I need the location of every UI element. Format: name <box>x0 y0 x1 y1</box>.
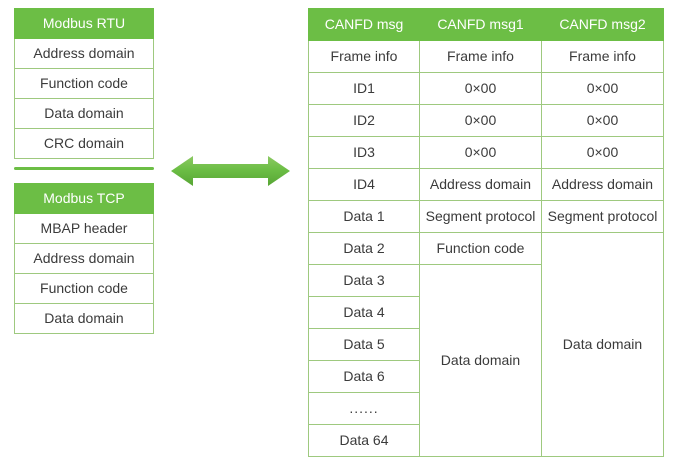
canfd-c3-id1: 0×00 <box>541 72 664 105</box>
table-row: Frame info Frame info Frame info <box>308 40 664 73</box>
canfd-c3-address-domain: Address domain <box>541 168 664 201</box>
canfd-c1-frame-info: Frame info <box>308 40 420 73</box>
canfd-table-body: CANFD msg CANFD msg1 CANFD msg2 Frame in… <box>308 8 664 457</box>
canfd-c2-id2: 0×00 <box>419 104 542 137</box>
modbus-tcp-header-row: Modbus TCP <box>14 183 154 214</box>
canfd-c1-id3: ID3 <box>308 136 420 169</box>
canfd-c2-id3: 0×00 <box>419 136 542 169</box>
canfd-c2-segment-protocol: Segment protocol <box>419 200 542 233</box>
canfd-c3-frame-info: Frame info <box>541 40 664 73</box>
table-row: ...... <box>308 392 664 425</box>
canfd-c2-id1: 0×00 <box>419 72 542 105</box>
canfd-c1-data6: Data 6 <box>308 360 420 393</box>
canfd-c3-segment-protocol: Segment protocol <box>541 200 664 233</box>
table-row: Data 1 Segment protocol Segment protocol <box>308 200 664 233</box>
modbus-tcp-table: Modbus TCP MBAP header Address domain Fu… <box>14 183 154 334</box>
modbus-rtu-table: Modbus RTU Address domain Function code … <box>14 8 154 159</box>
canfd-header-msg2: CANFD msg2 <box>541 8 664 41</box>
canfd-c3-data-domain: Data domain <box>541 232 664 457</box>
canfd-c1-data3: Data 3 <box>308 264 420 297</box>
table-row: MBAP header <box>14 213 154 244</box>
canfd-c1-data1: Data 1 <box>308 200 420 233</box>
modbus-rtu-header-cell: Modbus RTU <box>14 8 154 39</box>
rtu-function-code-cell: Function code <box>14 68 154 99</box>
table-row: ID3 0×00 0×00 <box>308 136 664 169</box>
tcp-function-code-cell: Function code <box>14 273 154 304</box>
canfd-c1-data2: Data 2 <box>308 232 420 265</box>
left-tables-divider <box>14 167 154 170</box>
table-row: ID2 0×00 0×00 <box>308 104 664 137</box>
rtu-crc-domain-cell: CRC domain <box>14 128 154 159</box>
table-row: Function code <box>14 68 154 99</box>
tcp-data-domain-cell: Data domain <box>14 303 154 334</box>
canfd-c1-data5: Data 5 <box>308 328 420 361</box>
table-row: Data domain <box>14 303 154 334</box>
canfd-header-msg1: CANFD msg1 <box>419 8 542 41</box>
modbus-tcp-header-cell: Modbus TCP <box>14 183 154 214</box>
table-row: Data 2 Function code Data domain <box>308 232 664 457</box>
modbus-rtu-body: Modbus RTU Address domain Function code … <box>14 8 154 159</box>
modbus-tcp-body: Modbus TCP MBAP header Address domain Fu… <box>14 183 154 334</box>
canfd-c1-id4: ID4 <box>308 168 420 201</box>
rtu-data-domain-cell: Data domain <box>14 98 154 129</box>
table-row: Data domain <box>14 98 154 129</box>
canfd-c1-data4: Data 4 <box>308 296 420 329</box>
table-row: Data 6 <box>308 360 664 393</box>
table-row: Function code <box>14 273 154 304</box>
bidirectional-arrow-icon <box>171 156 290 186</box>
table-row: CRC domain <box>14 128 154 159</box>
table-row: Data 5 <box>308 328 664 361</box>
canfd-c2-data-domain: Data domain <box>419 264 542 457</box>
canfd-c3-id2: 0×00 <box>541 104 664 137</box>
canfd-header-msg: CANFD msg <box>308 8 420 41</box>
arrow-shape <box>171 156 290 186</box>
table-row: ID1 0×00 0×00 <box>308 72 664 105</box>
table-row: Address domain <box>14 38 154 69</box>
canfd-header-row: CANFD msg CANFD msg1 CANFD msg2 <box>308 8 664 41</box>
canfd-c1-id2: ID2 <box>308 104 420 137</box>
canfd-c2-frame-info: Frame info <box>419 40 542 73</box>
canfd-c1-data64: Data 64 <box>308 424 420 457</box>
table-row: ID4 Address domain Address domain <box>308 168 664 201</box>
table-row: Data 3 Data domain <box>308 264 664 457</box>
canfd-mapping-table: CANFD msg CANFD msg1 CANFD msg2 Frame in… <box>308 8 664 457</box>
rtu-address-domain-cell: Address domain <box>14 38 154 69</box>
canfd-c1-id1: ID1 <box>308 72 420 105</box>
canfd-c2-function-code: Function code <box>419 232 542 265</box>
tcp-address-domain-cell: Address domain <box>14 243 154 274</box>
table-row: Address domain <box>14 243 154 274</box>
canfd-c3-id3: 0×00 <box>541 136 664 169</box>
canfd-c1-ellipsis: ...... <box>308 392 420 425</box>
modbus-rtu-header-row: Modbus RTU <box>14 8 154 39</box>
tcp-mbap-header-cell: MBAP header <box>14 213 154 244</box>
canfd-c2-address-domain: Address domain <box>419 168 542 201</box>
